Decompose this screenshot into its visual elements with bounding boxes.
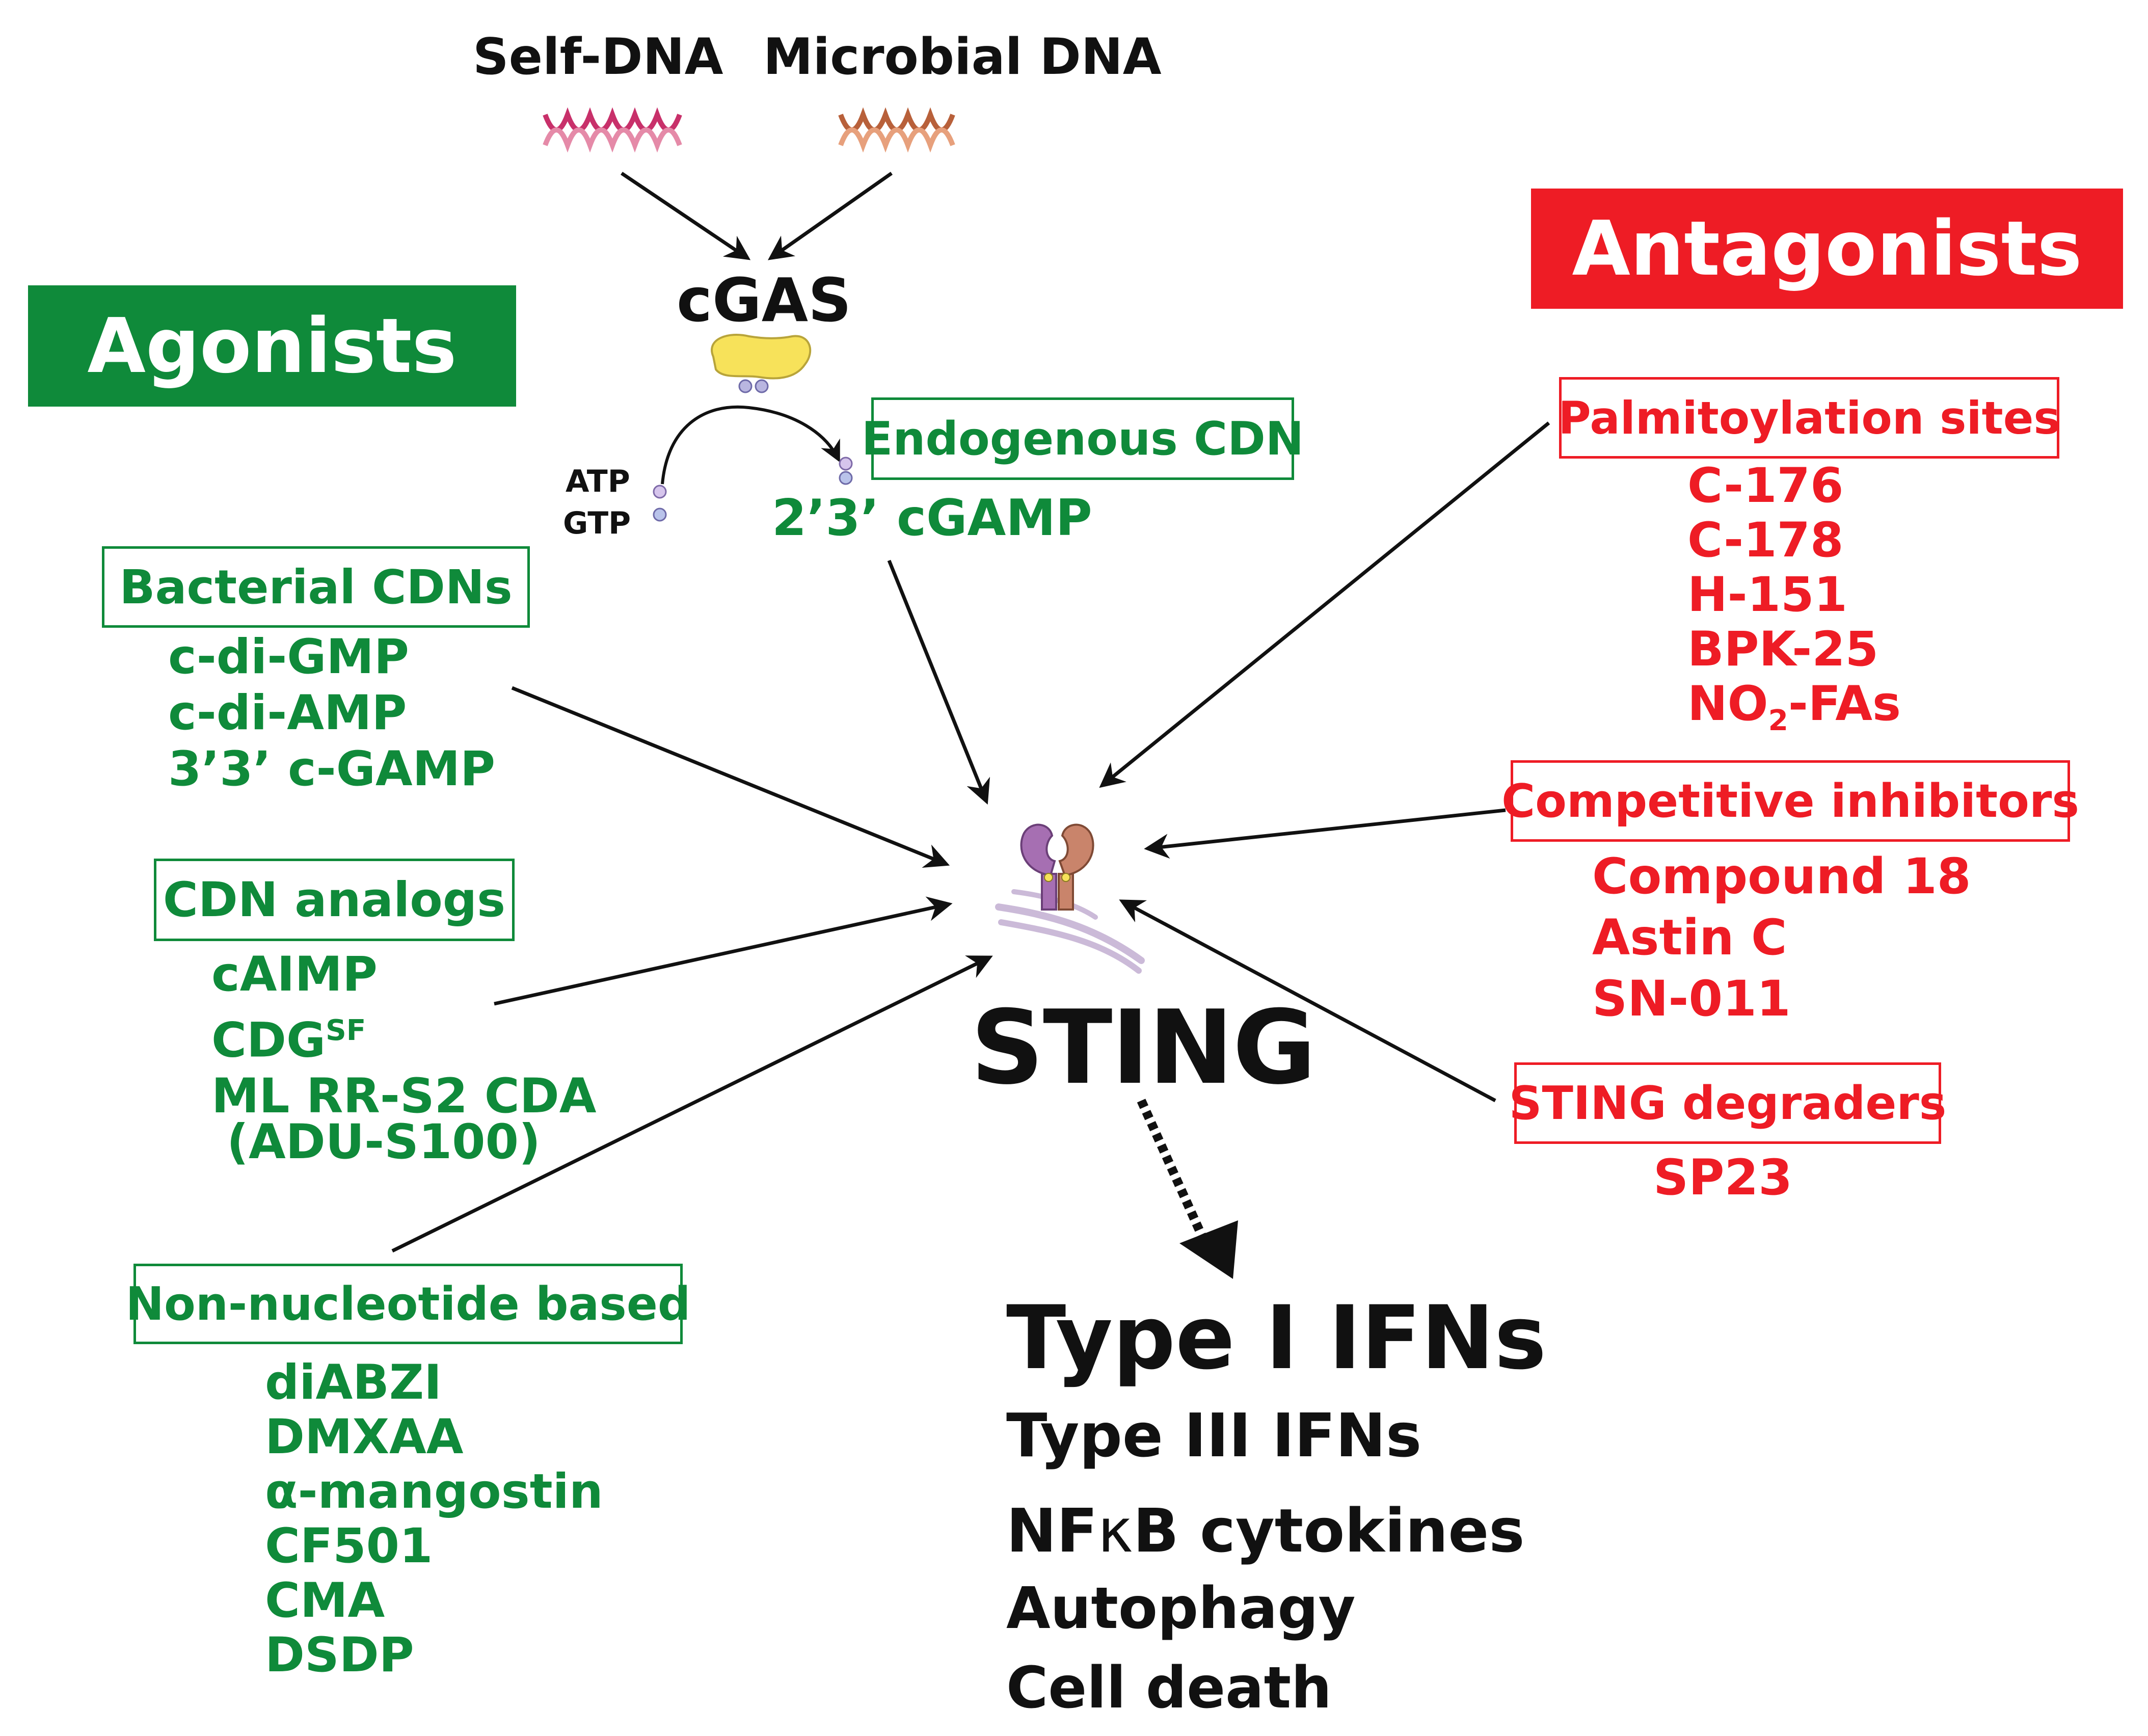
non-nucleotide-list: diABZI DMXAA α-mangostin CF501 CMA DSDP [265,1355,603,1682]
palmitoylation-list: C-176 C-178 H-151 BPK-25 NO2-FAs [1687,459,1901,748]
cdn-analogs-list: cAIMP CDGSF ML RR-S2 CDA (ADU-S100) [211,947,597,1170]
list-item: SP23 [1653,1149,1793,1206]
nonnucleotide-to-sting-arrow [391,955,993,1253]
competitive-inhibitors-label: Competitive inhibitors [1501,774,2079,828]
non-nucleotide-box: Non-nucleotide based [126,1264,690,1344]
list-item: DMXAA [265,1409,464,1465]
cgamp-label: 2’3’ cGAMP [772,489,1092,547]
list-item: CMA [265,1573,385,1628]
cdg-base-label: CDG [211,1012,326,1069]
self-dna-arrow [621,172,751,260]
cgas-label: cGAS [677,265,852,335]
palmitoylation-box: Palmitoylation sites [1558,377,2060,459]
sting-to-outputs-dotted-arrow [1137,1099,1212,1250]
nfkb-cytokines-label: NFκB cytokines [1006,1495,1524,1566]
nf-label: NF [1006,1495,1098,1566]
b-cytokines-label: B cytokines [1133,1495,1525,1566]
type-iii-ifns-label: Type III IFNs [1006,1400,1422,1471]
agonists-banner-label: Agonists [87,302,457,390]
atp-molecule-icon [653,485,667,499]
list-item: diABZI [265,1355,442,1410]
antagonists-banner-label: Antagonists [1572,205,2082,292]
list-item: DSDP [265,1627,414,1683]
list-item: C-176 [1687,458,1844,514]
sting-degraders-list: SP23 [1653,1149,1792,1206]
list-item: (ADU-S100) [227,1114,541,1170]
list-item: Compound 18 [1592,848,1971,905]
palmitoylation-label: Palmitoylation sites [1558,391,2060,444]
cgas-enzyme-icon [711,334,812,393]
list-item: c-di-GMP [168,629,409,685]
cell-death-label: Cell death [1006,1655,1332,1721]
competitive-inhibitors-box: Competitive inhibitors [1501,760,2079,842]
sting-degraders-box: STING degraders [1509,1062,1946,1144]
list-item: Astin C [1592,909,1787,966]
endogenous-cdn-box: Endogenous CDN [862,397,1304,480]
antagonists-banner: Antagonists [1531,189,2123,309]
palmitoylation-to-sting-arrow [1099,421,1550,788]
type-i-ifns-label: Type I IFNs [1006,1287,1547,1389]
list-item: CF501 [265,1518,433,1574]
list-item: c-di-AMP [168,685,407,741]
list-item: C-178 [1687,513,1844,568]
bacterial-cdns-box: Bacterial CDNs [102,546,530,628]
endogenous-cdn-label: Endogenous CDN [861,412,1304,466]
list-item: cAIMP [211,947,378,1002]
analogs-to-sting-arrow [494,896,953,1006]
fas-label: -FAs [1788,676,1901,732]
gtp-label: GTP [563,505,631,541]
agonists-banner: Agonists [28,285,516,407]
no2-label: NO [1687,676,1768,732]
cdn-analogs-label: CDN analogs [163,872,506,928]
self-dna-helix-icon [543,107,682,153]
cgamp-to-sting-arrow [887,559,990,805]
sting-protein-icon [995,823,1145,974]
kappa-label: κ [1097,1495,1133,1566]
atp-label: ATP [566,464,630,499]
cgamp-molecule-icon [839,457,853,471]
microbial-dna-label: Microbial DNA [763,28,1162,86]
sting-degraders-label: STING degraders [1509,1076,1947,1130]
outputs-arrowhead-icon [1179,1220,1238,1279]
sting-label: STING [971,989,1316,1107]
bacterial-to-sting-arrow [511,686,950,868]
self-dna-label: Self-DNA [473,28,723,86]
degraders-to-sting-arrow [1119,899,1496,1103]
cdg-superscript-label: SF [326,1014,366,1047]
list-item: CDGSF [211,1003,597,1069]
cdn-analogs-box: CDN analogs [154,859,515,941]
competitive-to-sting-arrow [1144,808,1506,859]
non-nucleotide-label: Non-nucleotide based [125,1277,691,1331]
list-item: H-151 [1687,567,1847,623]
bacterial-cdns-label: Bacterial CDNs [119,559,513,615]
microbial-dna-helix-icon [838,107,955,153]
list-item: ML RR-S2 CDA [211,1069,597,1125]
list-item: NO2-FAs [1687,677,1901,748]
competitive-inhibitors-list: Compound 18 Astin C SN-011 [1592,846,1971,1029]
cgas-catalysis-arrow [661,405,840,485]
list-item: α-mangostin [265,1464,603,1519]
list-item: BPK-25 [1687,622,1879,677]
list-item: SN-011 [1592,970,1791,1027]
bacterial-cdns-list: c-di-GMP c-di-AMP 3’3’ c-GAMP [168,629,495,797]
list-item: 3’3’ c-GAMP [168,741,496,797]
autophagy-label: Autophagy [1006,1575,1356,1642]
microbial-dna-arrow [767,172,893,260]
gtp-molecule-icon [653,508,667,522]
no2-subscript: 2 [1768,704,1788,737]
